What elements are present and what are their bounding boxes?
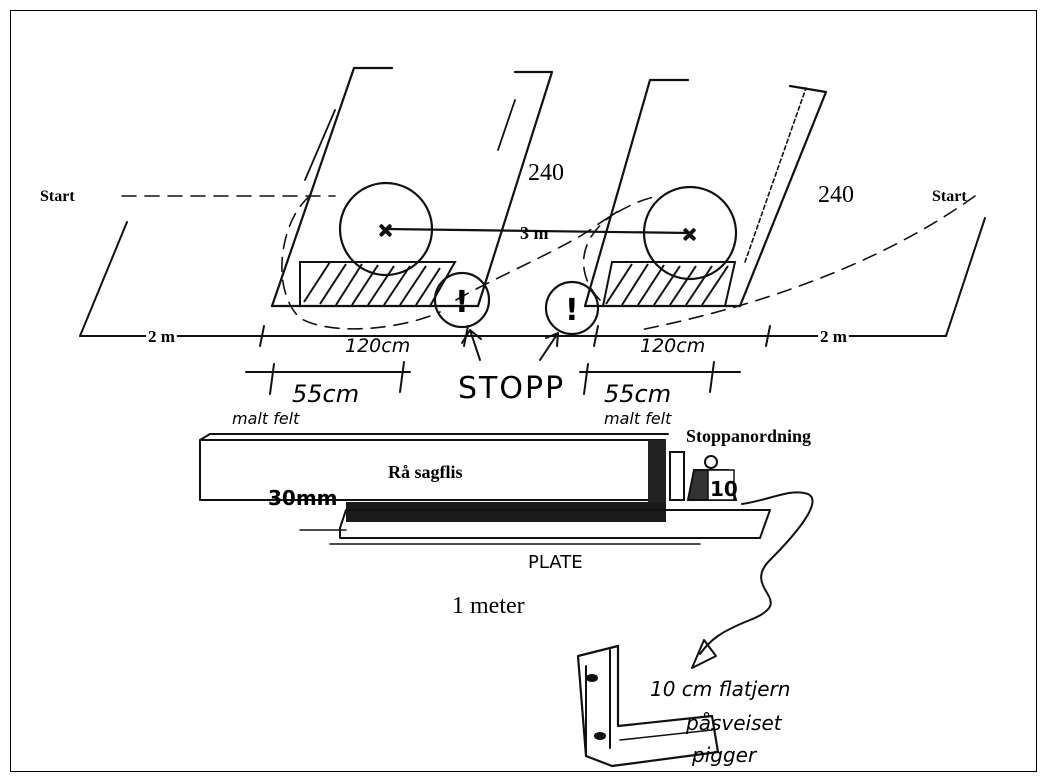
- dashed-route-left: [121, 195, 661, 330]
- one-meter-label: 1 meter: [452, 593, 525, 619]
- stopper-block: [648, 440, 666, 502]
- plate-label: PLATE: [528, 552, 583, 573]
- malt-felt-right: malt felt: [604, 409, 672, 428]
- malt-felt-left: malt felt: [232, 409, 300, 428]
- right-roller-circle: [642, 185, 738, 281]
- right-stop-circle: [544, 280, 600, 336]
- number-240-left: 240: [528, 160, 564, 186]
- diagram-frame: [10, 10, 1037, 772]
- width-55-left: 55cm: [292, 380, 359, 408]
- stop-marker-left: !: [455, 285, 469, 320]
- start-left-label: Start: [40, 188, 75, 205]
- width-55-right: 55cm: [604, 380, 671, 408]
- distance-120-right: 120cm: [640, 335, 705, 357]
- two-meter-right-label: 2 m: [820, 327, 847, 346]
- flatjern-bracket: [576, 644, 720, 768]
- start-right-label: Start: [932, 188, 967, 205]
- flatjern-line1: 10 cm flatjern: [650, 677, 790, 701]
- two-meter-left-label: 2 m: [148, 327, 175, 346]
- thickness-label: 30mm: [268, 486, 338, 510]
- raa-sagflis-label: Rå sagflis: [388, 462, 463, 482]
- left-hatched-area: [299, 261, 457, 307]
- weight-number: 10: [710, 477, 738, 501]
- number-240-right: 240: [818, 182, 854, 208]
- flatjern-line3: pigger: [691, 743, 758, 767]
- right-ramp: [583, 78, 828, 308]
- svg-text:×: ×: [682, 224, 697, 245]
- flatjern-line2: påsveiset: [685, 711, 783, 735]
- plate: [299, 502, 771, 545]
- wavy-arrow: [699, 491, 814, 655]
- stopp-label: STOPP: [458, 371, 565, 406]
- three-meter-label: 3 m: [520, 223, 549, 243]
- svg-text:×: ×: [378, 220, 393, 241]
- right-hatched-area: [601, 261, 737, 307]
- left-ramp: [270, 66, 554, 308]
- distance-120-left: 120cm: [345, 335, 410, 357]
- stop-marker-right: !: [565, 293, 579, 328]
- three-meter-line: [384, 227, 692, 235]
- weight: [686, 455, 738, 501]
- stoppanordning-label: Stoppanordning: [686, 426, 811, 446]
- left-stop-circle: [433, 271, 491, 329]
